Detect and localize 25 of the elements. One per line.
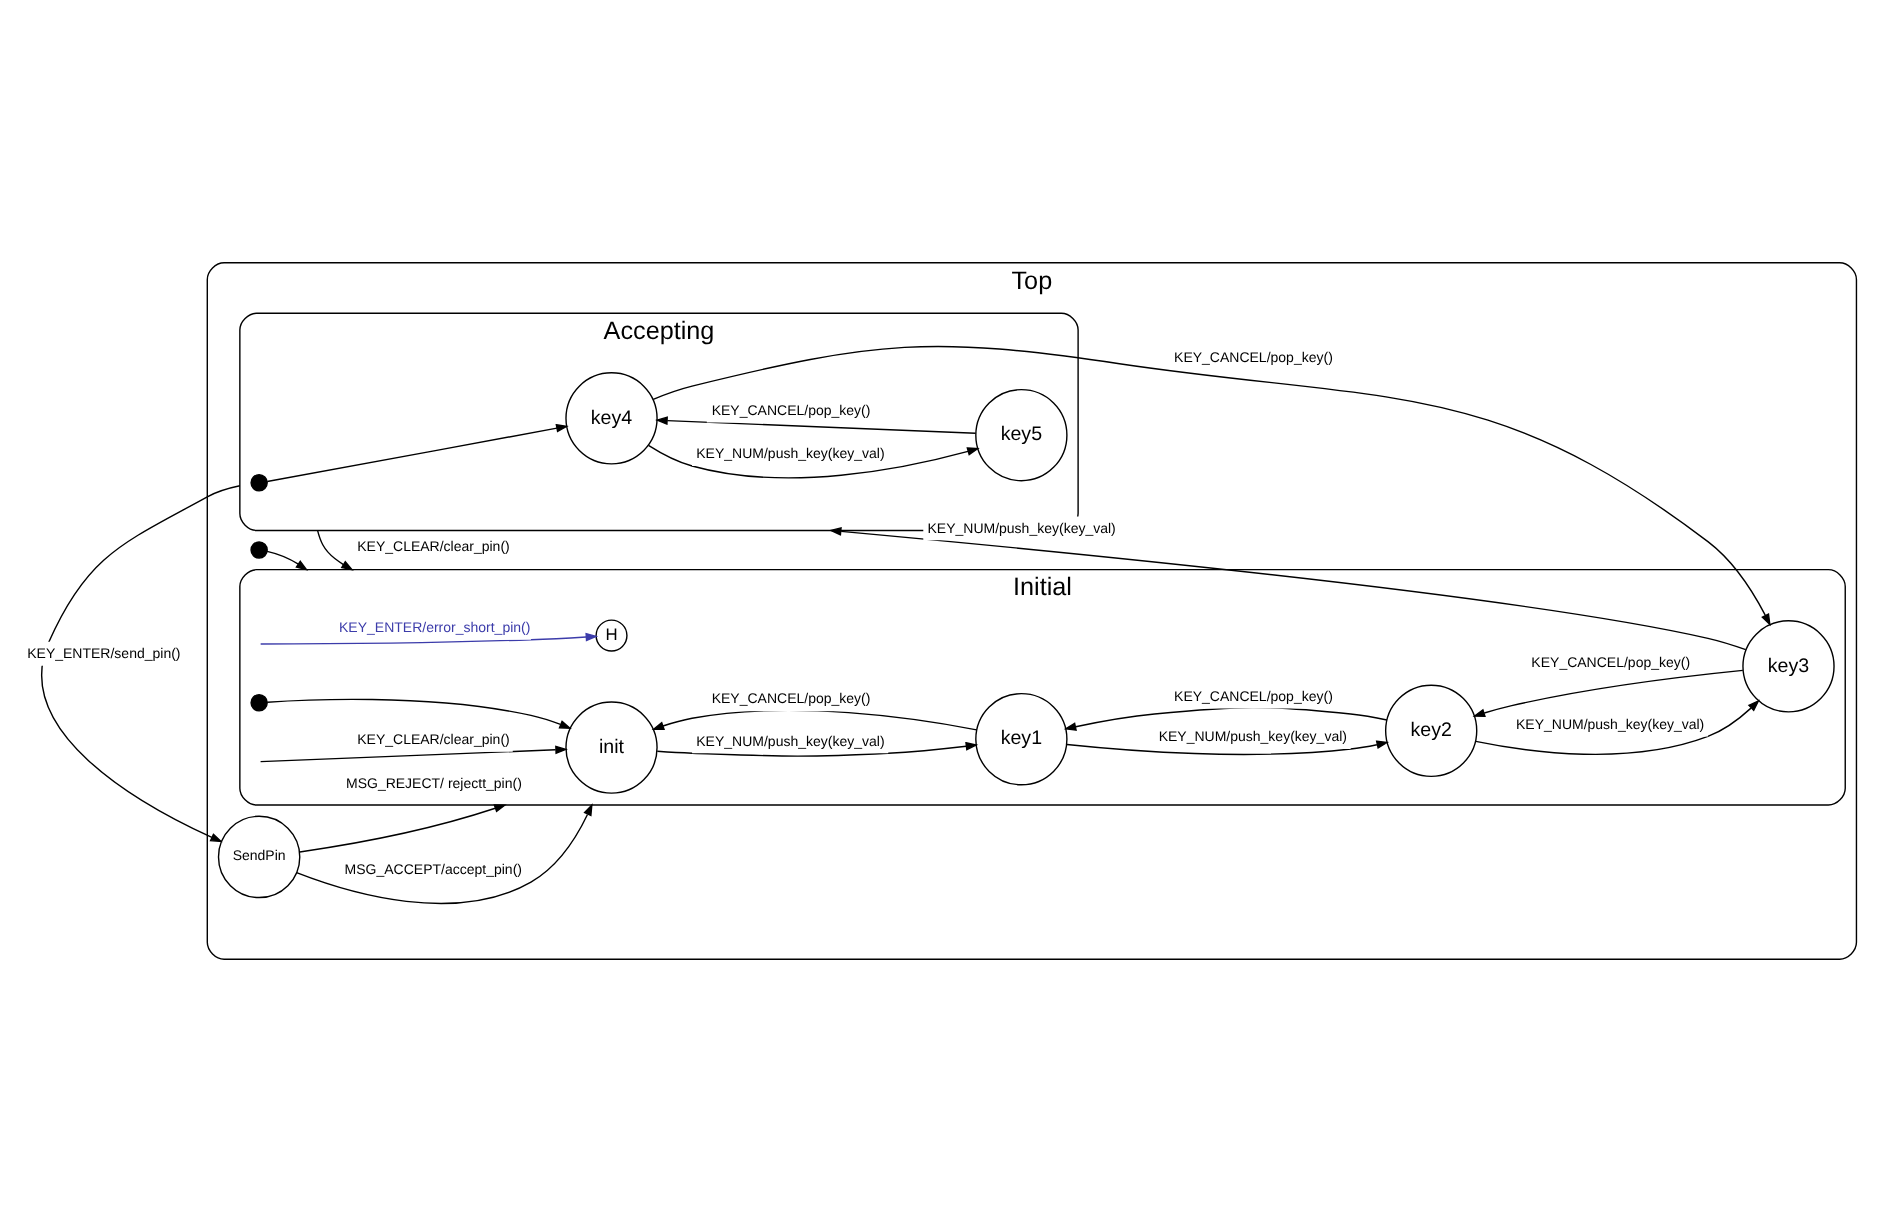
arrow	[1063, 705, 1388, 730]
arrow	[1472, 668, 1744, 717]
arrow	[1475, 698, 1760, 754]
node-circle: H	[595, 618, 628, 651]
node-circle: key2	[1384, 683, 1478, 777]
arrow	[295, 802, 593, 904]
arrow	[41, 484, 241, 842]
node-circle: key5	[975, 387, 1068, 481]
arrow	[656, 740, 979, 756]
arrow	[299, 803, 507, 852]
arrow	[266, 549, 309, 570]
node-circle: key4	[565, 371, 658, 464]
arrow	[828, 526, 1747, 650]
node-dot	[250, 693, 268, 711]
node-circle: key1	[975, 691, 1068, 785]
node-dot	[250, 473, 268, 491]
arrow	[1066, 739, 1390, 755]
node-dot	[250, 540, 268, 558]
arrow	[266, 422, 569, 482]
arrow	[655, 415, 977, 433]
arrow	[259, 631, 599, 644]
arrow	[259, 744, 568, 762]
arrow	[266, 697, 572, 728]
arrow	[316, 528, 354, 570]
node-circle: init	[565, 700, 658, 793]
